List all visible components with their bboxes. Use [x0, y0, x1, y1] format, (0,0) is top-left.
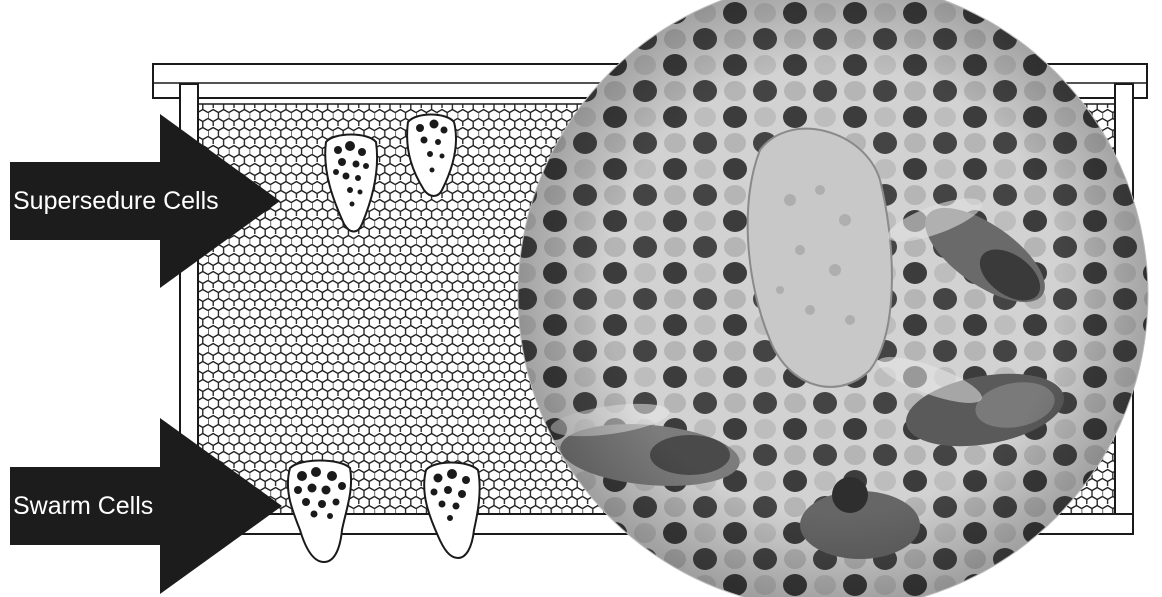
swarm-queen-cell: [424, 463, 479, 559]
supersedure-cells-label: Supersedure Cells: [13, 189, 219, 214]
swarm-cells-label: Swarm Cells: [13, 494, 153, 519]
magnified-photo: [510, 0, 1160, 597]
swarm-queen-cell: [288, 461, 351, 563]
